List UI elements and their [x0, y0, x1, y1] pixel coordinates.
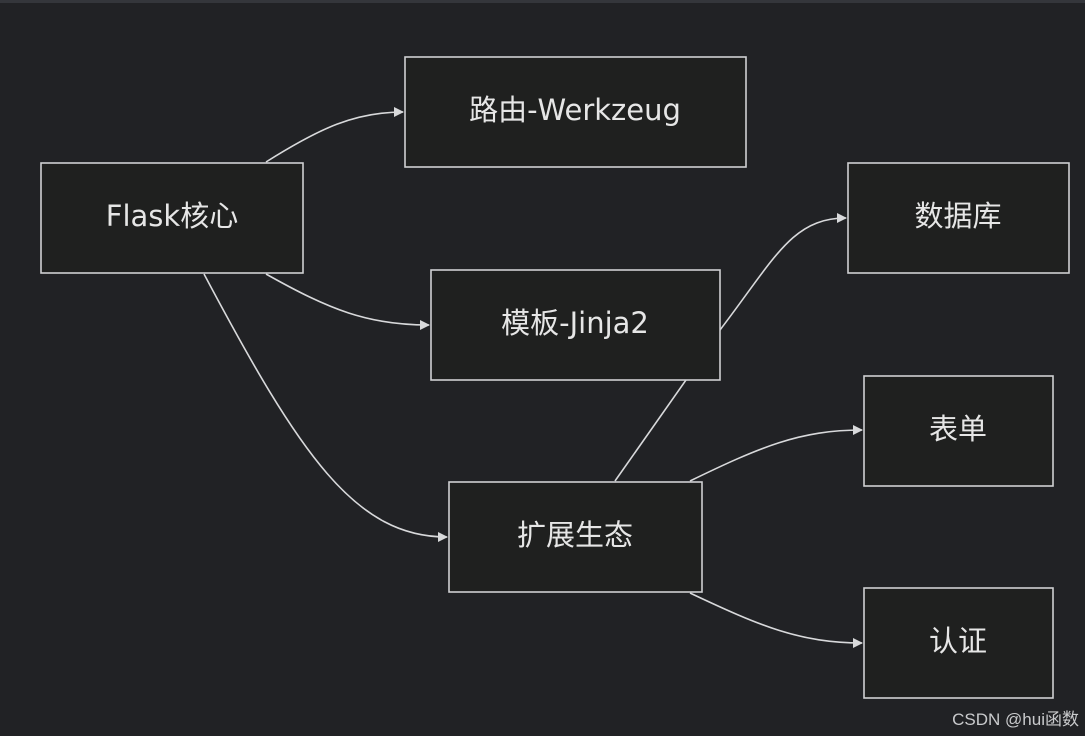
node-templates: 模板-Jinja2 [430, 269, 721, 381]
node-database: 数据库 [847, 162, 1070, 274]
node-templates-label: 模板-Jinja2 [501, 306, 649, 340]
edge-extensions-to-templates [614, 379, 687, 482]
node-forms-label: 表单 [929, 412, 987, 446]
watermark: CSDN @hui函数 [952, 710, 1079, 729]
node-forms: 表单 [863, 375, 1054, 487]
node-auth-label: 认证 [929, 624, 987, 658]
edge-flask-to-templates [265, 273, 430, 330]
edge-flask-to-extensions [203, 273, 448, 542]
node-auth: 认证 [863, 587, 1054, 699]
edge-templates-to-database [719, 213, 847, 331]
node-database-label: 数据库 [914, 199, 1001, 233]
node-routing-label: 路由-Werkzeug [469, 93, 681, 127]
top-border [0, 0, 1085, 3]
node-extensions: 扩展生态 [448, 481, 703, 593]
node-routing: 路由-Werkzeug [404, 56, 747, 168]
edge-extensions-to-auth [689, 592, 863, 648]
node-flask-core: Flask核心 [40, 162, 304, 274]
node-flask-core-label: Flask核心 [106, 199, 238, 233]
edge-extensions-to-forms [689, 425, 863, 482]
node-extensions-label: 扩展生态 [517, 518, 633, 552]
edge-flask-to-routing [265, 107, 404, 163]
